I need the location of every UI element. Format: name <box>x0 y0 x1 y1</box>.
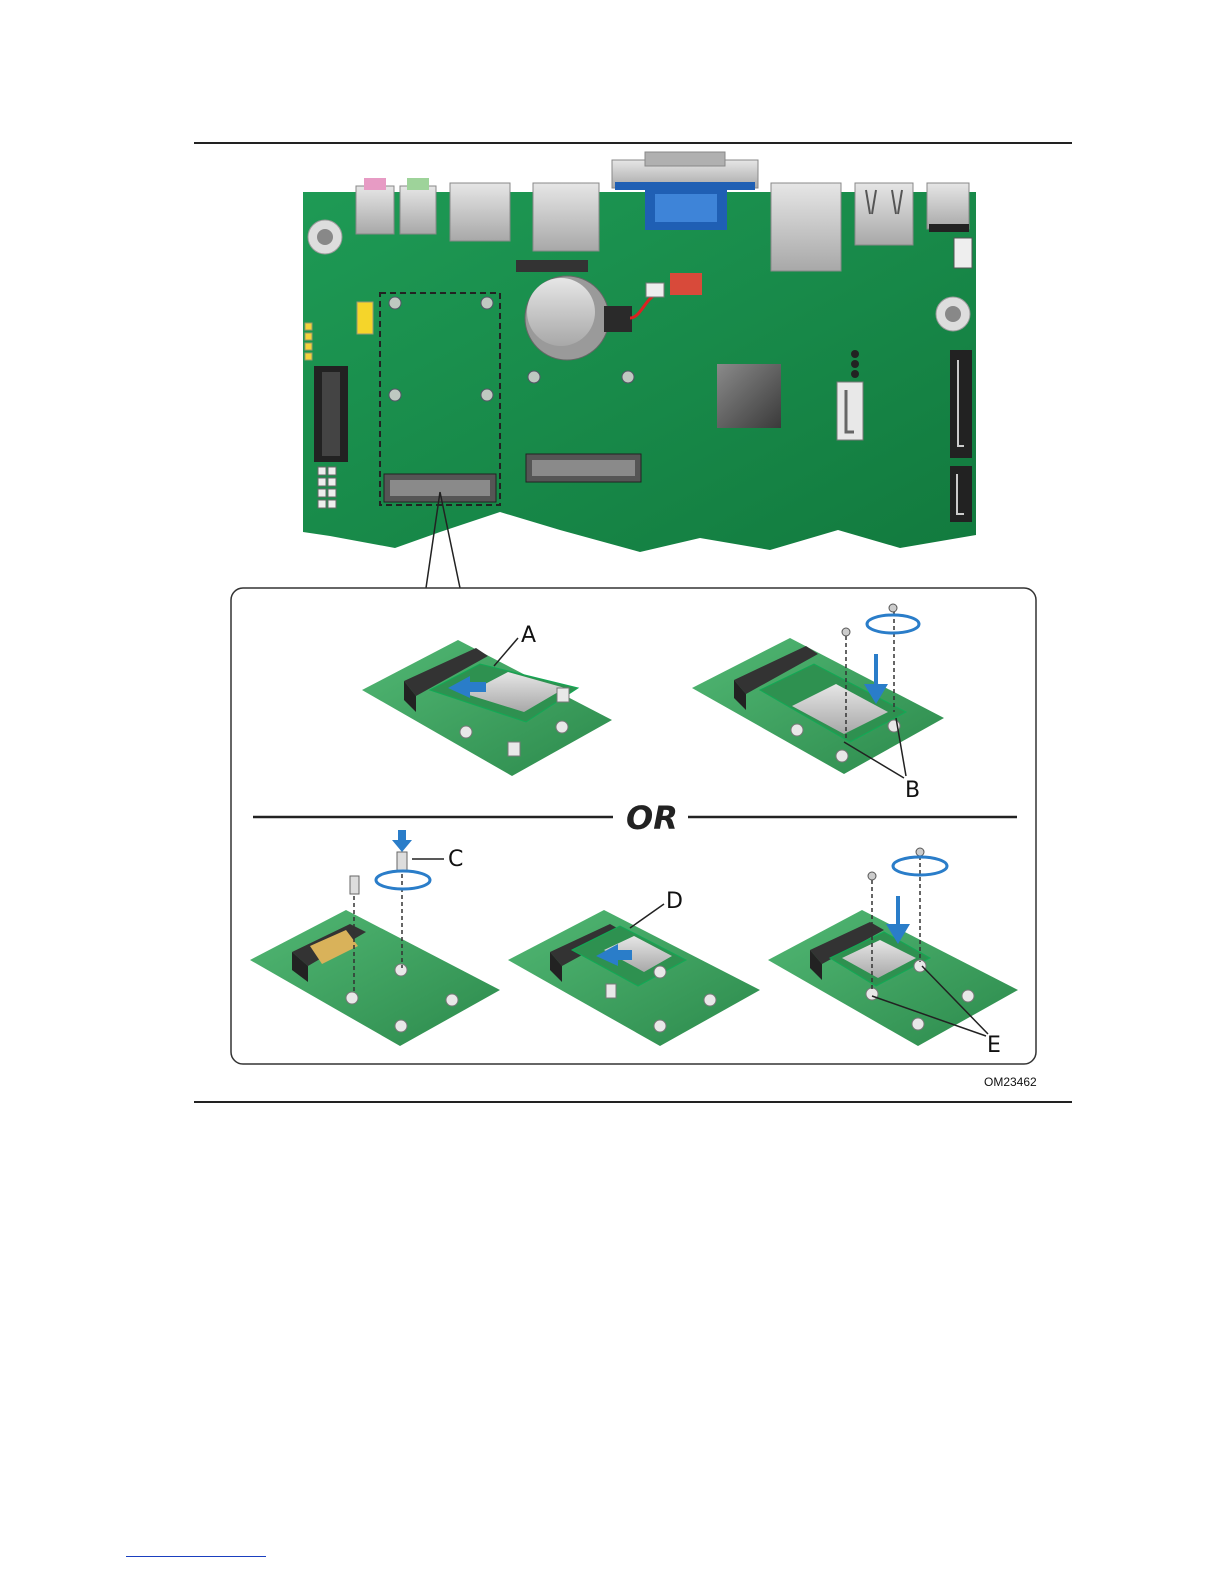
left-io-header <box>314 366 348 462</box>
motherboard <box>303 152 976 552</box>
label-d: D <box>666 889 683 914</box>
mounting-hole-right <box>936 297 970 331</box>
figure-code: OM23462 <box>984 1075 1037 1089</box>
audio-jack-green <box>400 178 436 234</box>
label-b: B <box>905 778 920 803</box>
label-e: E <box>987 1033 1001 1058</box>
audio-jack-pink <box>356 178 394 234</box>
mounting-hole-left <box>308 220 342 254</box>
small-header <box>954 238 972 268</box>
power-jack <box>927 183 969 229</box>
usb-stack-port <box>533 183 599 251</box>
label-c: C <box>448 847 463 872</box>
lan-port <box>450 183 510 241</box>
hdmi-port <box>771 183 841 271</box>
jumper-block <box>357 302 373 334</box>
front-panel-header <box>516 260 588 272</box>
or-text: OR <box>626 799 678 837</box>
chipset <box>717 364 781 428</box>
sata-connector <box>837 382 863 440</box>
label-a: A <box>521 623 536 648</box>
sata-power-connector <box>950 350 972 458</box>
footnote-rule <box>126 1556 266 1557</box>
fan-header <box>851 350 859 378</box>
sata-connector-2 <box>950 466 972 522</box>
dual-usb-port <box>855 183 913 245</box>
